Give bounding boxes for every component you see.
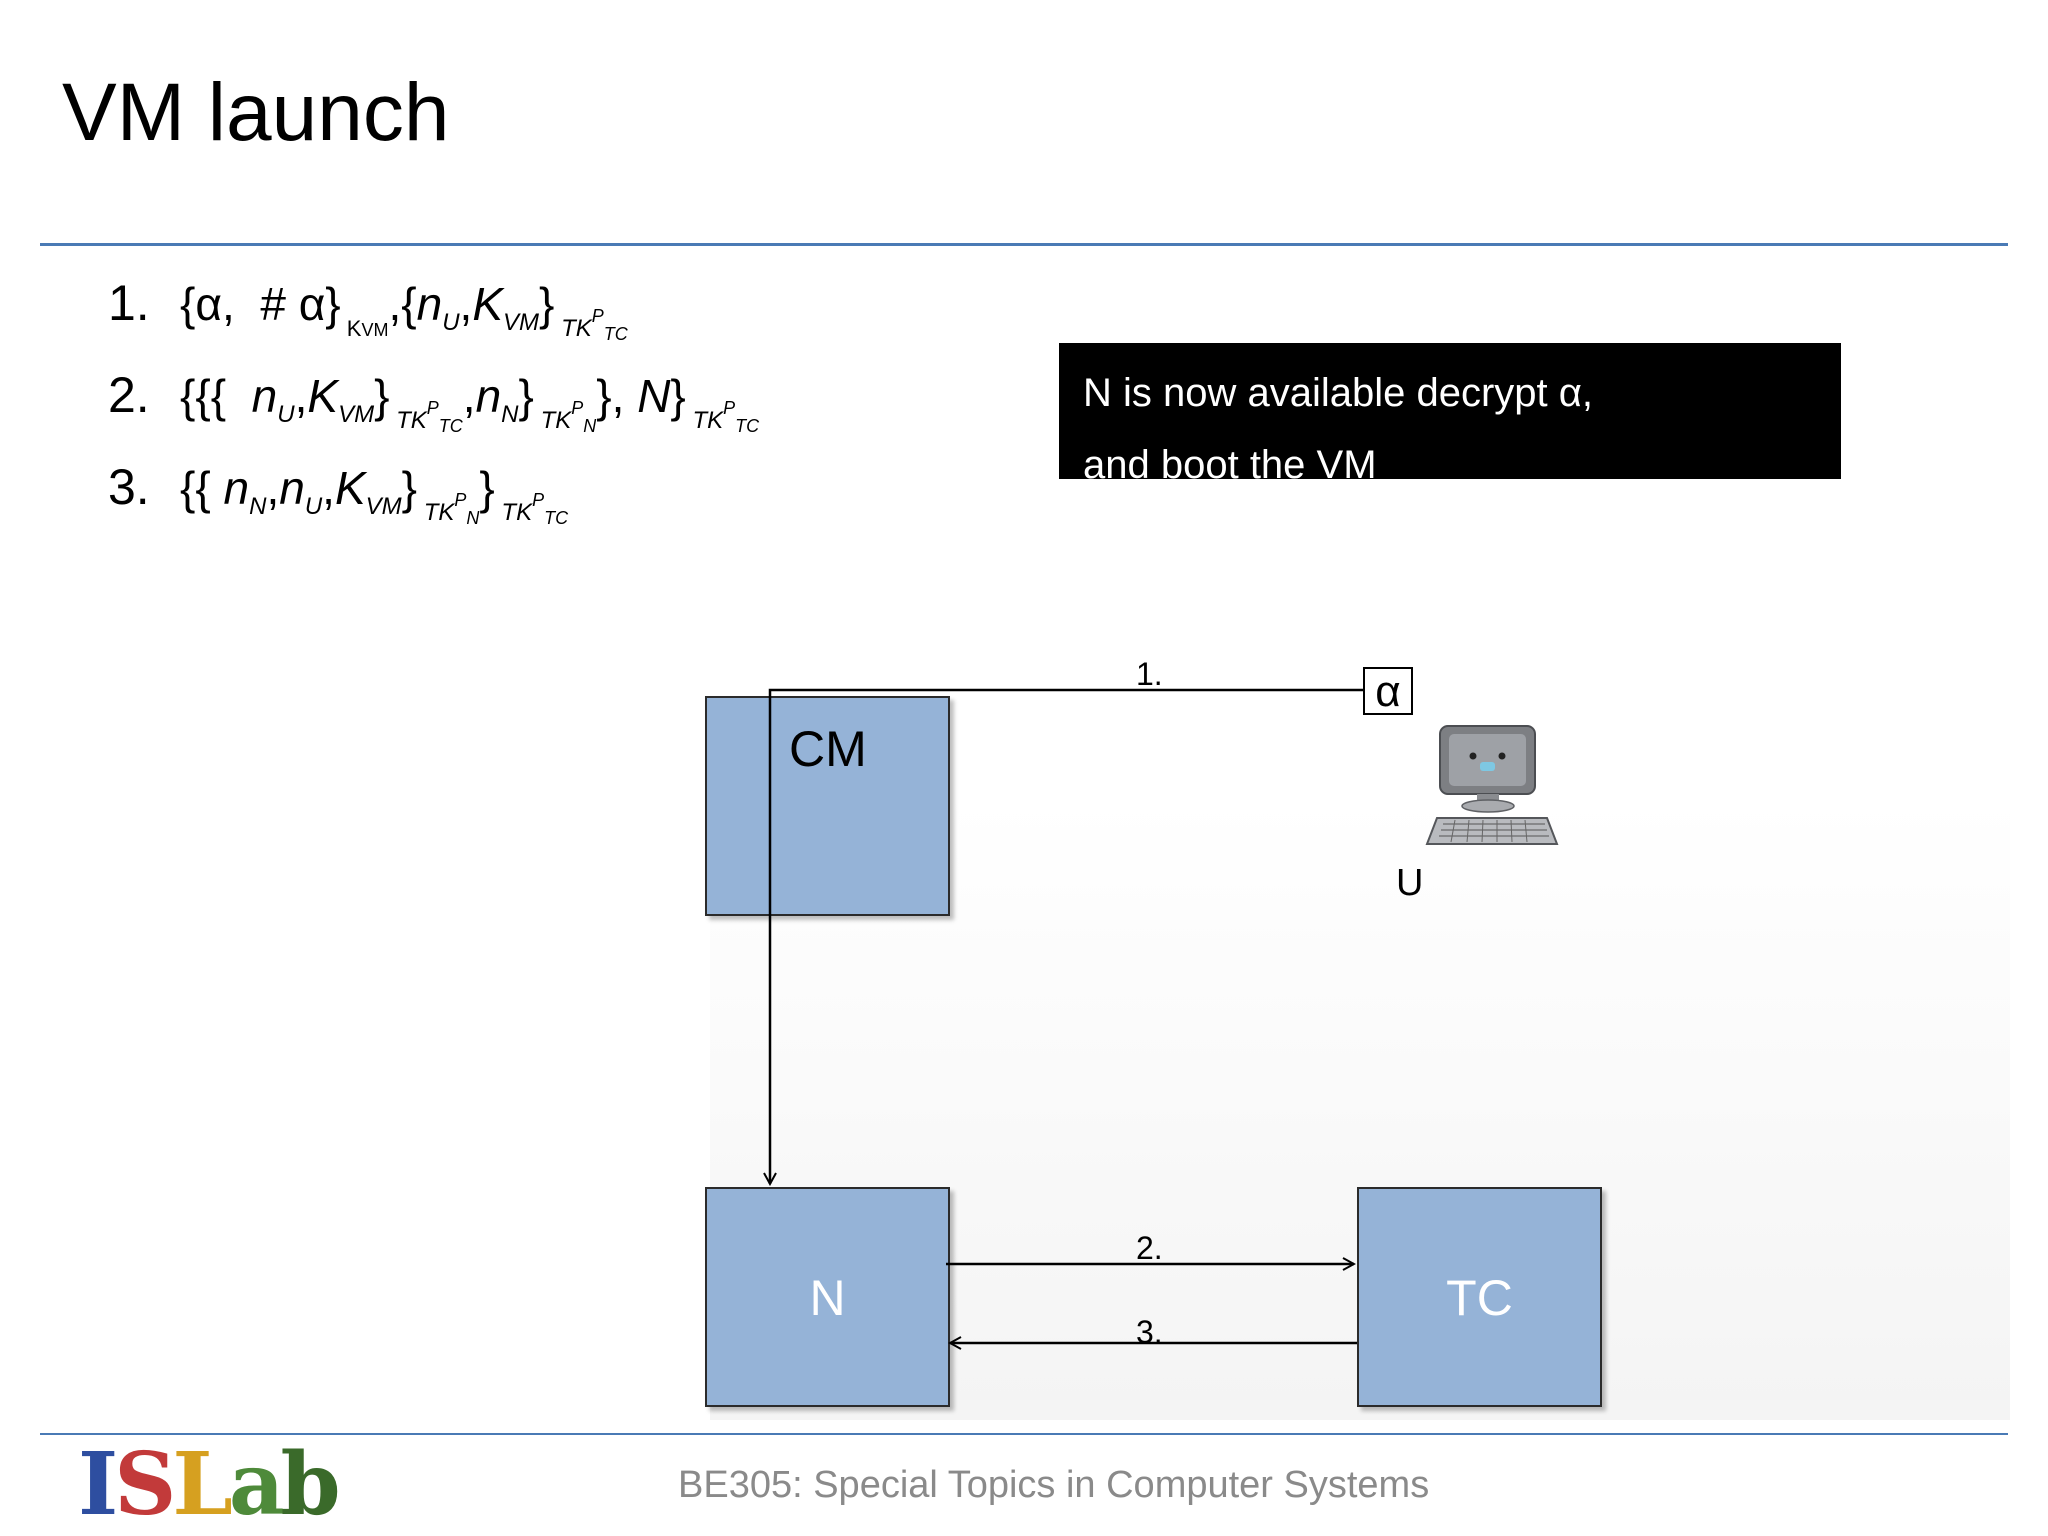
step-1: 1.{α, # α} KVM,{nU,KVM} TKPTC [108, 275, 628, 344]
annotation-line-2: and boot the VM [1083, 443, 1377, 487]
alpha-key-box: α [1363, 667, 1413, 715]
n-label: N [809, 1270, 846, 1326]
title-divider [40, 243, 2008, 246]
tc-node: TC [1357, 1187, 1602, 1407]
edge-1-arrow [770, 688, 1363, 1184]
n-node: N [705, 1187, 950, 1407]
step-3: 3.{{ nN,nU,KVM} TKPN} TKPTC [108, 459, 569, 528]
step-number: 1. [108, 275, 150, 331]
course-footer: BE305: Special Topics in Computer System… [678, 1464, 1430, 1506]
step-number: 2. [108, 367, 150, 423]
cm-label: CM [789, 721, 867, 777]
user-label: U [1396, 862, 1424, 904]
step-2: 2.{{{ nU,KVM} TKPTC,nN} TKPN}, N} TKPTC [108, 367, 760, 436]
step-number: 3. [108, 459, 150, 515]
edge-3-label: 3. [1136, 1314, 1163, 1350]
cm-node: CM [705, 696, 950, 916]
islab-logo: ISLab [78, 1434, 341, 1535]
annotation-line-1: N is now available decrypt α, [1083, 371, 1594, 415]
computer-icon [1425, 725, 1559, 845]
annotation-box: N is now available decrypt α, and boot t… [1059, 343, 1841, 487]
tc-label: TC [1446, 1270, 1513, 1326]
edge-1-label: 1. [1136, 656, 1163, 692]
footer-divider [40, 1433, 2008, 1435]
edge-2-label: 2. [1136, 1230, 1163, 1266]
slide-title: VM launch [62, 67, 450, 158]
